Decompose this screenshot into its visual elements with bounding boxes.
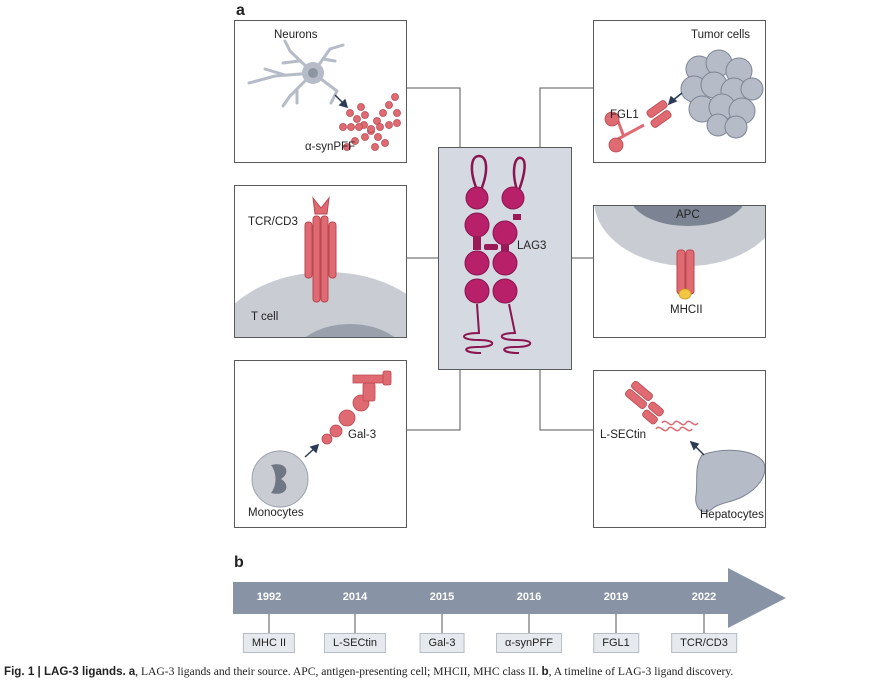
timeline-year-2022: 2022 — [691, 591, 717, 603]
neuron-graphic — [247, 39, 401, 151]
timeline-ligand-alpha-synpff: α-synPFF — [496, 633, 562, 653]
timeline-year-2015: 2015 — [429, 591, 455, 603]
lag3-label: LAG3 — [517, 240, 547, 252]
neurons-title: Neurons — [274, 29, 318, 41]
neurons-box: Neurons α-synPFF — [234, 20, 407, 163]
tcell-graphic — [235, 196, 406, 337]
hepatocyte-graphic — [625, 381, 765, 513]
panel-b-letter: b — [234, 554, 244, 571]
caption-a-letter: a — [128, 665, 136, 678]
caption-b-text: , A timeline of LAG-3 ligand discovery. — [548, 665, 734, 678]
panel-a-letter: a — [236, 2, 245, 19]
tcell-label: T cell — [251, 311, 279, 323]
caption-b-letter: b — [541, 665, 549, 678]
caption-a-text: , LAG-3 ligands and their source. APC, a… — [135, 665, 539, 678]
apc-label: APC — [676, 209, 700, 221]
tcell-box: TCR/CD3 T cell — [234, 185, 407, 338]
figure-caption: Fig. 1 | LAG-3 ligands. a, LAG-3 ligands… — [4, 665, 733, 678]
lag3-dimer-graphic — [463, 154, 532, 354]
tumor-cells-title: Tumor cells — [691, 29, 750, 41]
tumor-box: Tumor cells FGL1 — [593, 20, 766, 163]
fgl1-label: FGL1 — [610, 109, 639, 121]
timeline-year-2019: 2019 — [603, 591, 629, 603]
timeline-year-2014: 2014 — [342, 591, 368, 603]
apc-graphic — [594, 206, 765, 300]
hepatocytes-label: Hepatocytes — [700, 509, 764, 521]
monocytes-box: Gal-3 Monocytes — [234, 360, 407, 528]
lag3-center-box: LAG3 — [438, 147, 572, 370]
timeline-ligand-l-sectin: L-SECtin — [323, 633, 387, 653]
apc-box: APC MHCII — [593, 205, 766, 338]
alpha-synpff-label: α-synPFF — [305, 141, 356, 153]
hepatocytes-box: L-SECtin Hepatocytes — [593, 370, 766, 528]
monocytes-label: Monocytes — [248, 507, 304, 519]
timeline-ligand-gal3: Gal-3 — [419, 633, 465, 653]
timeline-year-2016: 2016 — [516, 591, 542, 603]
monocyte-graphic — [251, 370, 392, 508]
l-sectin-label: L-SECtin — [600, 429, 647, 441]
timeline-ligand-tcr-cd3: TCR/CD3 — [671, 633, 737, 653]
tcr-cd3-label: TCR/CD3 — [248, 216, 298, 228]
timeline-year-1992: 1992 — [256, 591, 282, 603]
timeline-ligand-fgl1: FGL1 — [593, 633, 639, 653]
timeline-ticks — [268, 614, 705, 633]
mhcii-label: MHCII — [670, 304, 703, 316]
gal3-label: Gal-3 — [348, 429, 377, 441]
tumor-graphic — [604, 49, 764, 153]
caption-fig-label: Fig. 1 | LAG-3 ligands. — [4, 665, 126, 678]
timeline-ligand-mhc-ii: MHC II — [242, 633, 296, 653]
